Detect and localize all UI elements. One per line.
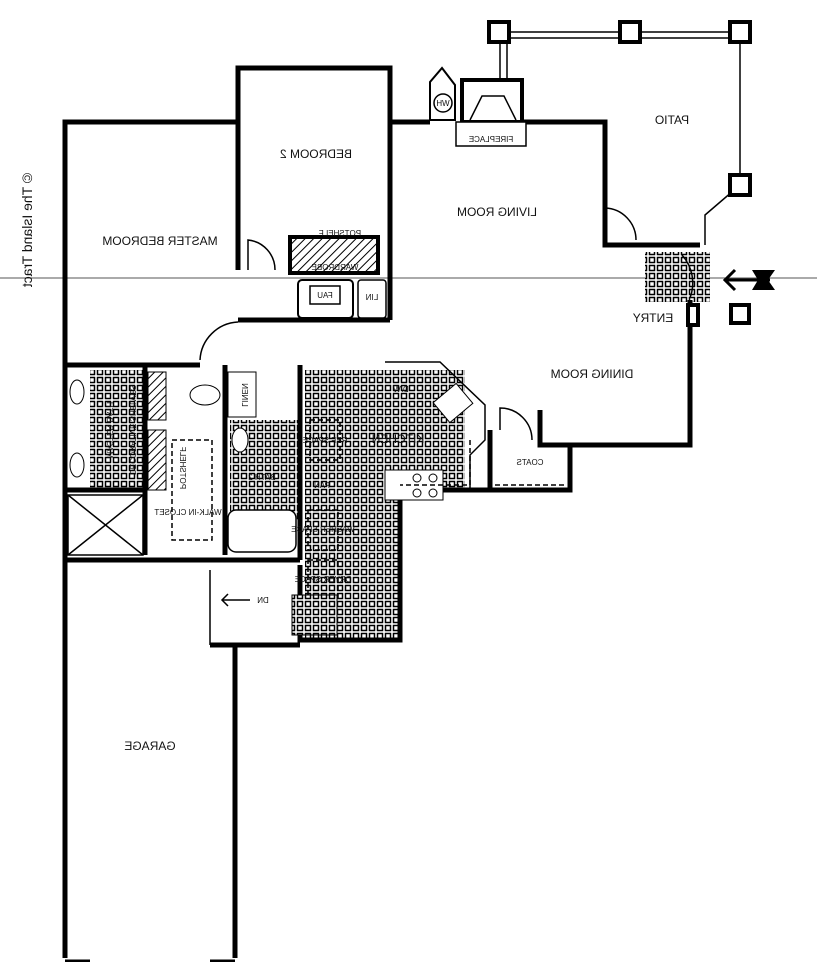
label-decorative-shelves: DECORATIVE SHELVES [128, 385, 137, 475]
room-labels: MASTER BEDROOM BEDROOM 2 LIVING ROOM FIR… [19, 99, 689, 753]
fireplace [429, 66, 527, 147]
label-master-bath: MASTER BATH [105, 402, 114, 459]
label-fau: FAU [317, 291, 333, 300]
label-entry: ENTRY [633, 311, 673, 325]
label-dryer-space: DRYER SPACE [295, 575, 352, 584]
label-dishwasher: D/W [393, 385, 409, 394]
label-fireplace: FIREPLACE [469, 135, 513, 144]
label-dining-room: DINING ROOM [551, 367, 634, 381]
label-living-room: LIVING ROOM [457, 205, 537, 219]
label-bath-2: BATH 2 [248, 473, 276, 482]
label-pantry: PAN [314, 481, 330, 490]
label-garage: GARAGE [124, 739, 175, 753]
water-heater-icon [433, 93, 453, 113]
label-coats: COATS [517, 458, 544, 467]
label-walk-in-closet: WALK-IN CLOSET [154, 508, 221, 517]
fixtures [67, 235, 565, 636]
label-master-bedroom: MASTER BEDROOM [102, 234, 217, 248]
copyright-text: © The Island Tract [19, 173, 35, 287]
label-bedroom-2: BEDROOM 2 [280, 147, 352, 161]
label-down: DN [257, 596, 269, 605]
label-patio: PATIO [655, 113, 689, 127]
down-arrow-icon [220, 593, 250, 607]
label-ref-space: REF SPACE [303, 436, 348, 445]
label-linen: LINEN [240, 383, 249, 407]
entry-arrow-icon [722, 268, 775, 292]
doors [199, 207, 694, 441]
patio-posts [487, 20, 752, 327]
label-potshelf-walkin: POTSHELF [178, 447, 187, 489]
label-water-heater: WH [436, 99, 450, 108]
label-kitchen: KITCHEN [372, 432, 425, 446]
label-washer-space: WASHER SPACE [291, 525, 355, 534]
label-wardrobe: WARDROBE [312, 263, 359, 272]
label-potshelf: POTSHELF [319, 229, 361, 238]
label-linen-2: LIN [366, 293, 379, 302]
